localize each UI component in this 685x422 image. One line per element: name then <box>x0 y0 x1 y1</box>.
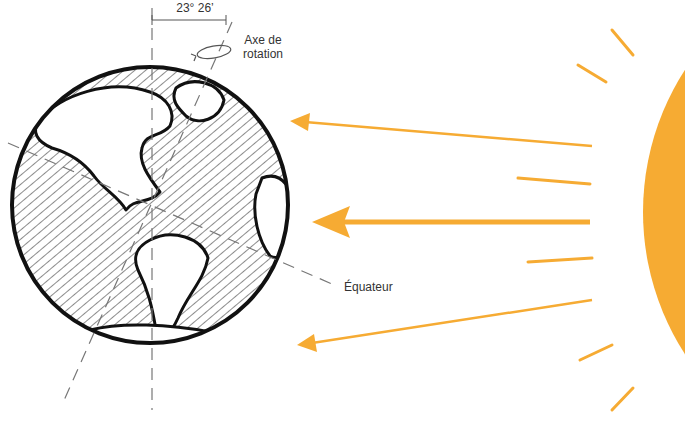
angle-bracket <box>152 20 226 21</box>
axis-label: Axe de rotation <box>232 34 294 62</box>
axis-lines <box>8 8 332 410</box>
angle-label: 23° 26’ <box>160 2 230 16</box>
earth <box>12 67 296 354</box>
equator-label: Équateur <box>344 281 424 295</box>
light-arrows <box>290 113 592 352</box>
rotation-ellipse <box>191 43 232 61</box>
sun <box>643 0 685 422</box>
